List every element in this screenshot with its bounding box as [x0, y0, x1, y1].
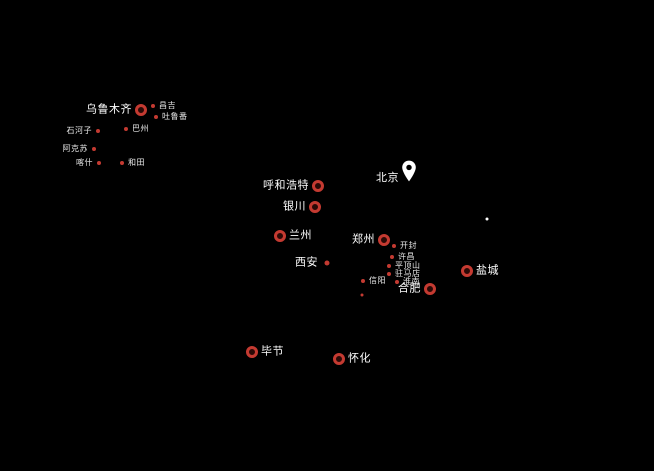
city-label: 毕节	[261, 345, 284, 358]
city-dot-marker-icon[interactable]	[390, 255, 394, 259]
city-label: 和田	[128, 158, 145, 167]
city-label: 怀化	[348, 352, 371, 365]
city-label: 石河子	[66, 126, 92, 135]
city-ring-marker-icon[interactable]	[461, 265, 473, 277]
city-dot-marker-icon[interactable]	[387, 272, 391, 276]
city-dot-marker-icon[interactable]	[395, 280, 399, 284]
city-label: 许昌	[398, 252, 415, 261]
city-label: 开封	[400, 241, 417, 250]
city-label: 乌鲁木齐	[86, 103, 132, 116]
city-label: 吐鲁番	[162, 112, 188, 121]
city-label: 兰州	[289, 229, 312, 242]
city-label: 巴州	[132, 124, 149, 133]
unlabeled-dot	[485, 217, 489, 221]
city-dot-marker-icon[interactable]	[154, 115, 158, 119]
city-ring-marker-icon[interactable]	[246, 346, 258, 358]
city-label: 盐城	[476, 264, 499, 277]
city-dot-marker-icon[interactable]	[151, 104, 155, 108]
city-label: 合肥	[398, 282, 421, 295]
city-ring-marker-icon[interactable]	[274, 230, 286, 242]
city-ring-marker-icon[interactable]	[378, 234, 390, 246]
city-ring-marker-icon[interactable]	[424, 283, 436, 295]
city-label: 西安	[295, 256, 318, 269]
location-pin-icon[interactable]	[401, 160, 417, 182]
unlabeled-dot	[360, 293, 364, 297]
city-label: 淮南	[403, 277, 420, 286]
city-label: 银川	[283, 200, 306, 213]
beijing-label: 北京	[376, 172, 399, 184]
city-ring-marker-icon[interactable]	[135, 104, 147, 116]
city-label: 喀什	[76, 158, 93, 167]
city-label: 驻马店	[395, 269, 421, 278]
city-ring-marker-icon[interactable]	[333, 353, 345, 365]
city-label: 平顶山	[395, 261, 421, 270]
city-dot-marker-icon[interactable]	[387, 264, 391, 268]
city-label: 郑州	[352, 233, 375, 246]
city-ring-marker-icon[interactable]	[309, 201, 321, 213]
city-dot-marker-icon[interactable]	[92, 147, 96, 151]
city-dot-marker-icon[interactable]	[392, 244, 396, 248]
city-ring-marker-icon[interactable]	[312, 180, 324, 192]
city-dot-marker-icon[interactable]	[97, 161, 101, 165]
city-label: 信阳	[369, 276, 386, 285]
city-dot-marker-icon[interactable]	[124, 127, 128, 131]
city-dot-marker-icon[interactable]	[361, 279, 365, 283]
city-label: 阿克苏	[62, 144, 88, 153]
city-dot-marker-icon[interactable]	[324, 260, 330, 266]
city-label: 昌吉	[159, 101, 176, 110]
city-dot-marker-icon[interactable]	[120, 161, 124, 165]
city-dot-marker-icon[interactable]	[96, 129, 100, 133]
city-label: 呼和浩特	[263, 179, 309, 192]
